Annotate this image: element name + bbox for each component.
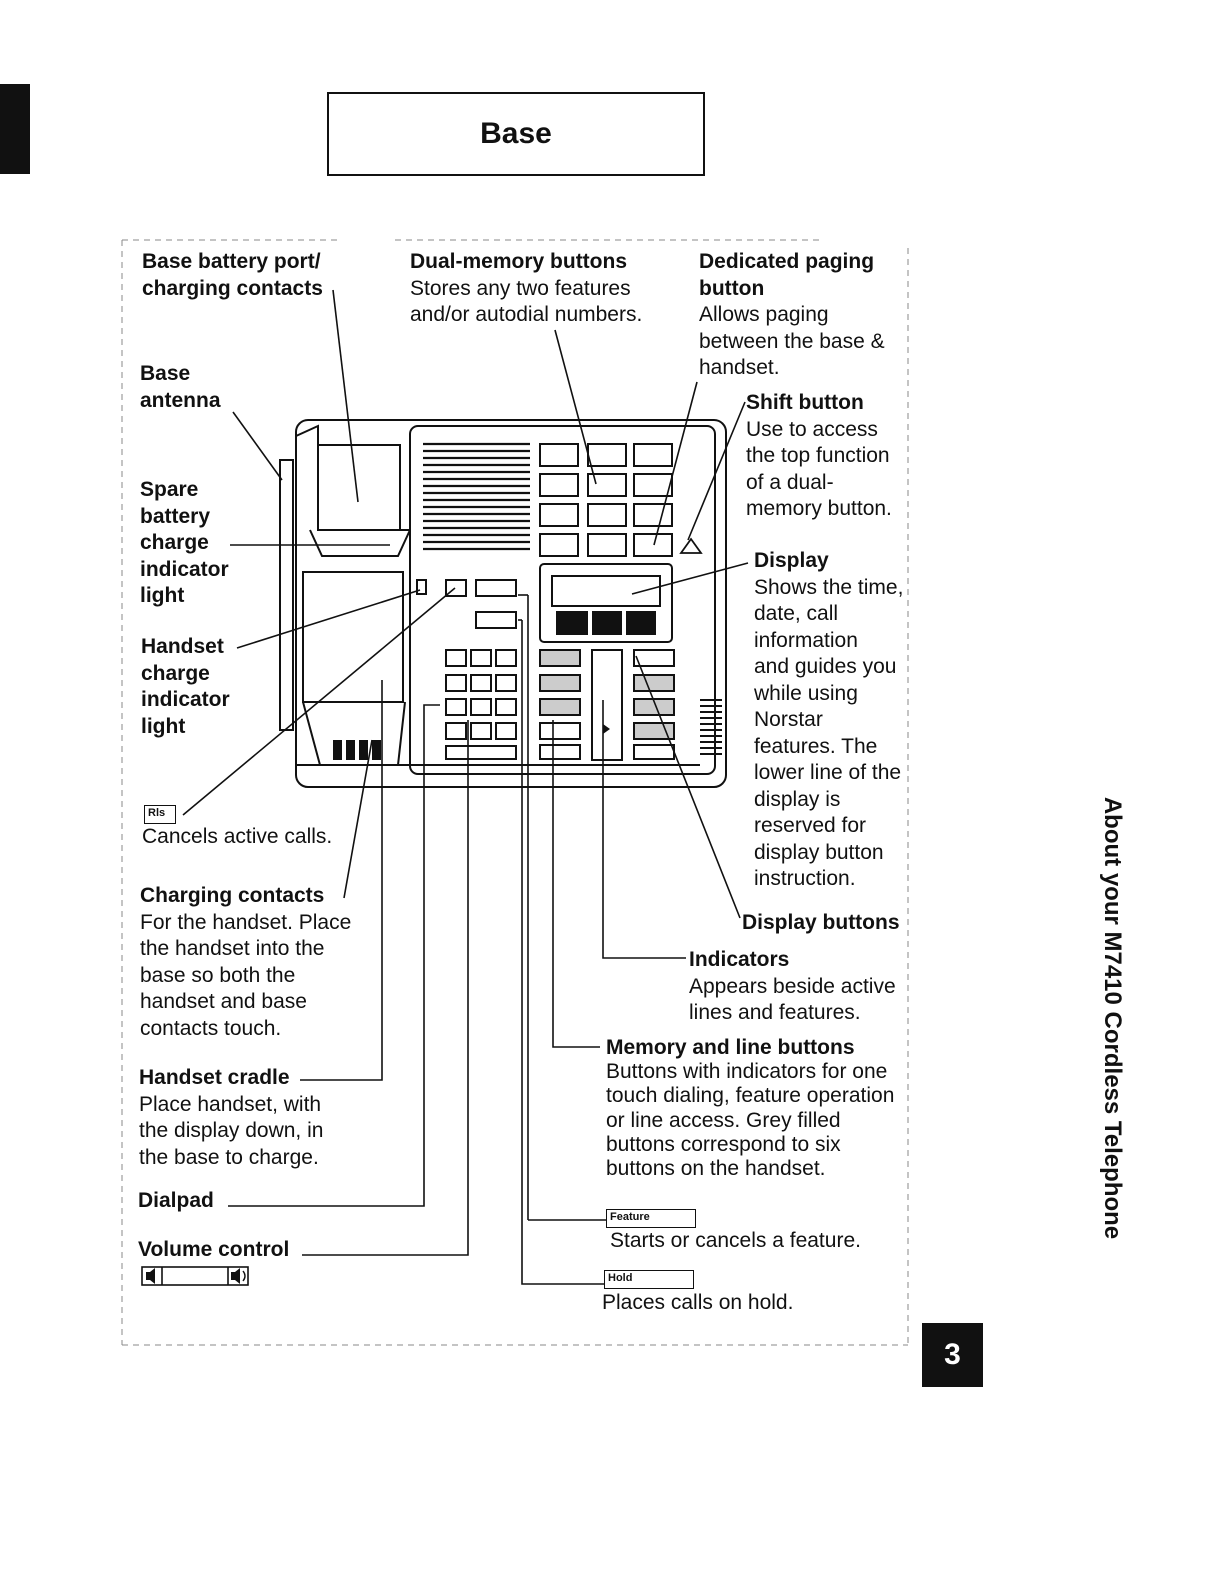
label-paging: Dedicated paging button Allows paging be… [699,250,885,379]
label-display-buttons: Display buttons [742,911,900,934]
label-display: Display Shows the time, date, call infor… [754,549,904,890]
release-key-icon: Rls [144,805,176,824]
label-antenna: Base antenna [140,362,221,412]
chapter-title: About your M7410 Cordless Telephone [1099,796,1126,1240]
chapter-tab-bar [0,84,30,174]
label-dual-memory: Dual-memory buttons Stores any two featu… [410,250,643,326]
label-cradle: Handset cradle Place handset, with the d… [139,1066,324,1169]
release-desc: Cancels active calls. [142,825,333,848]
label-charging-contacts: Charging contacts For the handset. Place… [140,884,352,1040]
page-number: 3 [922,1323,983,1387]
speaker-low-icon [142,1267,162,1285]
feature-desc: Starts or cancels a feature. [610,1229,861,1252]
triangle-page-icon [681,539,701,553]
label-dialpad: Dialpad [138,1189,214,1212]
label-indicators: Indicators Appears beside active lines a… [689,948,896,1024]
label-battery-port: Base battery port/ charging contacts [142,250,323,300]
label-volume: Volume control [138,1238,290,1261]
hold-key-icon: Hold [604,1270,694,1289]
label-shift: Shift button Use to access the top funct… [746,391,892,520]
label-spare-battery: Spare battery charge indicator light [140,478,229,607]
feature-key-icon: Feature [606,1209,696,1228]
page-title: Base [327,92,705,176]
label-release: Rls [144,803,176,824]
label-handset-charge: Handset charge indicator light [141,635,230,738]
label-hold: Hold [604,1268,694,1289]
volume-control-graphic [141,1266,249,1286]
label-feature: Feature [606,1207,696,1228]
label-memory-line: Memory and line buttons Buttons with ind… [606,1036,895,1181]
hold-desc: Places calls on hold. [602,1291,794,1314]
speaker-high-icon [228,1267,248,1285]
